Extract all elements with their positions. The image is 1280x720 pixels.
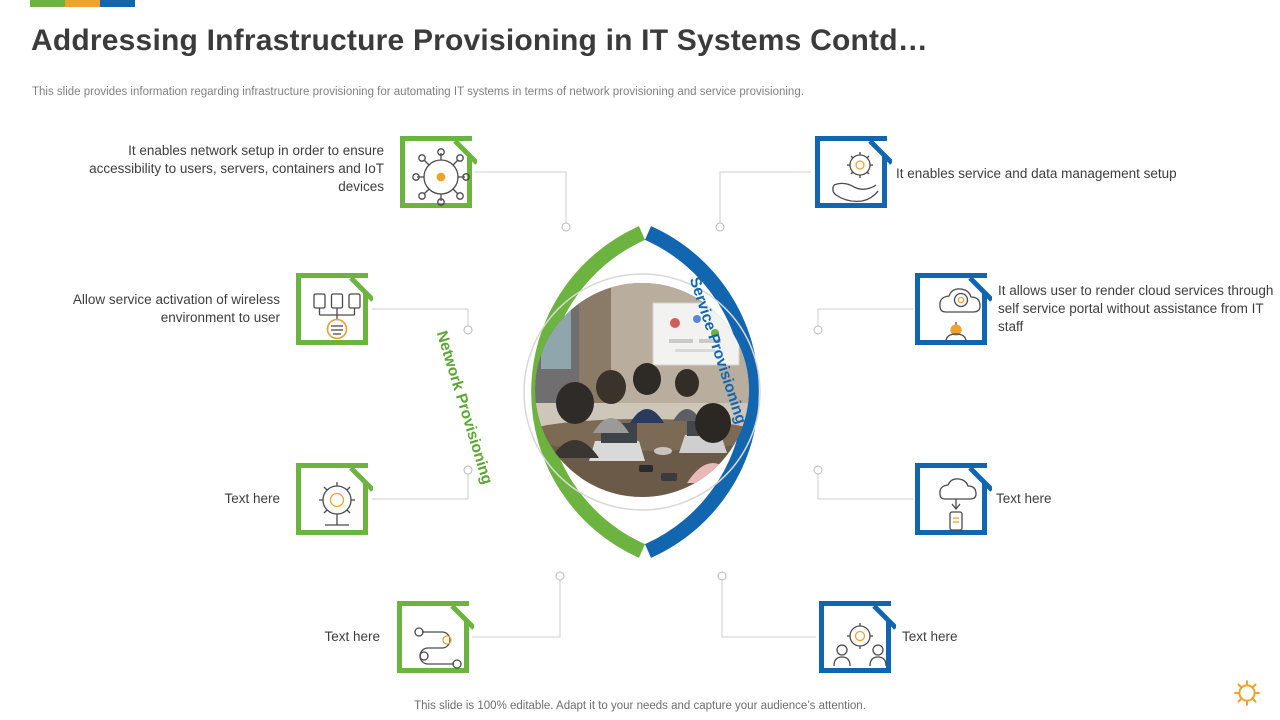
network-nodes-icon bbox=[412, 148, 470, 206]
accent-bar-orange bbox=[65, 0, 100, 7]
page-subtitle: This slide provides information regardin… bbox=[32, 86, 804, 98]
cloud-gear-user-icon bbox=[939, 288, 981, 343]
page-title: Addressing Infrastructure Provisioning i… bbox=[31, 24, 928, 57]
label-right-3: Text here bbox=[996, 491, 1052, 506]
card-corner-fold bbox=[450, 606, 474, 630]
accent-bar-blue bbox=[100, 0, 135, 7]
label-left-3: Text here bbox=[224, 491, 280, 506]
label-left-1: It enables network setup in order to ens… bbox=[89, 143, 384, 195]
hub-diagram: Network Provisioning Service Provisionin… bbox=[433, 217, 832, 567]
icon-card-right-1[interactable] bbox=[815, 136, 892, 208]
icon-card-right-4[interactable] bbox=[819, 601, 896, 673]
label-left-2: Allow service activation of wireless env… bbox=[72, 292, 280, 326]
card-corner-fold bbox=[349, 468, 373, 492]
label-right-2: It allows user to render cloud services … bbox=[998, 283, 1274, 335]
card-corner-fold bbox=[872, 606, 896, 630]
accent-bar-green bbox=[30, 0, 65, 7]
icon-card-left-3[interactable] bbox=[296, 463, 373, 535]
icon-card-left-4[interactable] bbox=[397, 601, 474, 673]
wireless-devices-icon bbox=[313, 293, 361, 340]
gear-monitor-icon bbox=[319, 482, 355, 526]
card-corner-fold bbox=[868, 141, 892, 165]
hand-gear-icon bbox=[832, 152, 879, 203]
workflow-nodes-icon bbox=[414, 627, 462, 669]
brand-logo-icon bbox=[1234, 680, 1260, 706]
card-corner-fold bbox=[968, 278, 992, 302]
icon-card-left-2[interactable] bbox=[296, 273, 373, 345]
label-left-4: Text here bbox=[324, 629, 380, 644]
icon-card-right-2[interactable] bbox=[915, 273, 992, 345]
icon-card-left-1[interactable] bbox=[400, 136, 477, 208]
center-photo bbox=[535, 283, 749, 497]
card-corner-fold bbox=[349, 278, 373, 302]
icon-card-right-3[interactable] bbox=[915, 463, 992, 535]
card-corner-fold bbox=[968, 468, 992, 492]
label-right-4: Text here bbox=[902, 629, 958, 644]
accent-bars bbox=[30, 0, 135, 7]
label-right-1: It enables service and data management s… bbox=[896, 166, 1177, 181]
team-gear-icon bbox=[833, 623, 887, 667]
card-corner-fold bbox=[453, 141, 477, 165]
cloud-device-icon bbox=[939, 478, 977, 531]
footer-note: This slide is 100% editable. Adapt it to… bbox=[414, 700, 866, 712]
